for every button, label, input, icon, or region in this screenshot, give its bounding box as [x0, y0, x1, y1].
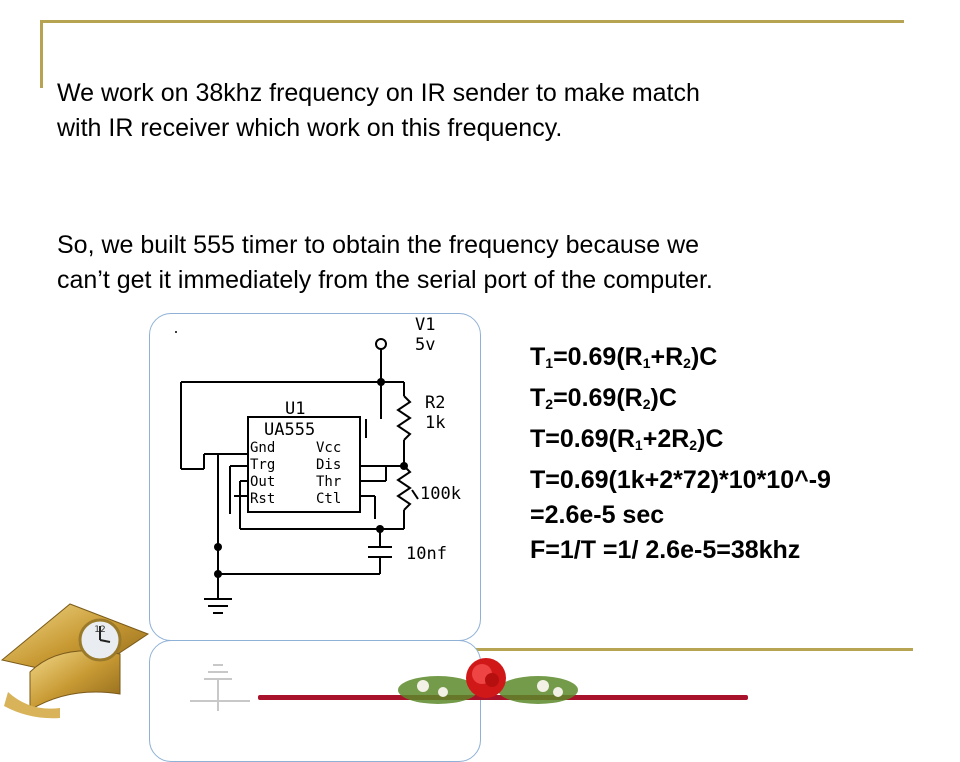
- formula-t-part: )C: [697, 425, 724, 453]
- formula-t-sub: 2: [689, 437, 698, 453]
- formula-t2: T2=0.69(R2)C: [530, 381, 831, 422]
- formula-t1-sub: 2: [683, 355, 691, 371]
- formula-t: T=0.69(R1+2R2)C: [530, 422, 831, 463]
- pin-ctl-label: Ctl: [316, 491, 341, 507]
- formula-t2-part: )C: [650, 384, 677, 412]
- paragraph-intro: We work on 38khz frequency on IR sender …: [57, 76, 907, 146]
- paragraph-intro-line-1: We work on 38khz frequency on IR sender …: [57, 79, 700, 107]
- circuit-schematic: V1 5v R2 1k 100k 10nf U1 UA555 Gnd Trg O…: [149, 313, 481, 641]
- formula-t-result: =2.6e-5 sec: [530, 501, 665, 529]
- formula-t1-part: T: [530, 343, 546, 371]
- clock-face-label: 12: [94, 625, 105, 635]
- formula-frequency: F=1/T =1/ 2.6e-5=38khz: [530, 536, 801, 564]
- capacitor-value-label: 10nf: [406, 544, 447, 564]
- pin-gnd-label: Gnd: [250, 440, 275, 456]
- r2-name-label: R2: [425, 393, 445, 413]
- formula-t1-part: )C: [690, 343, 718, 371]
- formula-t2-sub: 2: [545, 396, 554, 412]
- pin-out-label: Out: [250, 474, 275, 490]
- paragraph-timer: So, we built 555 timer to obtain the fre…: [57, 228, 907, 298]
- rose-flourish-icon: [258, 658, 748, 704]
- graduation-clock-icon: 12: [0, 603, 150, 719]
- formula-t-part: T=0.69(R: [530, 425, 635, 453]
- frame-left-rule: [40, 20, 43, 88]
- formula-t1: T1=0.69(R1+R2)C: [530, 340, 831, 381]
- formula-t1-sub: 1: [642, 355, 651, 371]
- pin-thr-label: Thr: [316, 474, 341, 490]
- frame-top-rule: [40, 20, 904, 23]
- paragraph-timer-line-2: can’t get it immediately from the serial…: [57, 266, 713, 294]
- formula-t1-sub: 1: [545, 355, 554, 371]
- timer-formulas: T1=0.69(R1+R2)C T2=0.69(R2)C T=0.69(R1+2…: [530, 340, 831, 568]
- formula-t-sub: 1: [634, 437, 643, 453]
- supply-value-label: 5v: [415, 335, 435, 355]
- formula-t2-part: =0.69(R: [553, 384, 643, 412]
- supply-name-label: V1: [415, 315, 435, 335]
- formula-t-numeric: T=0.69(1k+2*72)*10*10^-9: [530, 466, 831, 494]
- formula-t1-part: =0.69(R: [553, 343, 643, 371]
- formula-t-part: +2R: [642, 425, 690, 453]
- r2-value-label: 1k: [425, 413, 445, 433]
- chip-ref-label: U1: [285, 399, 305, 419]
- paragraph-intro-line-2: with IR receiver which work on this freq…: [57, 114, 563, 142]
- paragraph-timer-line-1: So, we built 555 timer to obtain the fre…: [57, 231, 700, 259]
- formula-t1-part: +R: [650, 343, 684, 371]
- circuit-reflection-svg: [190, 664, 250, 711]
- pin-vcc-label: Vcc: [316, 440, 341, 456]
- chip-name-label: UA555: [264, 420, 315, 440]
- frame-bottom-rule: [180, 648, 913, 651]
- pot-value-label: 100k: [420, 484, 461, 504]
- formula-t2-sub: 2: [642, 396, 651, 412]
- pin-trg-label: Trg: [250, 457, 275, 473]
- formula-t2-part: T: [530, 384, 546, 412]
- pin-rst-label: Rst: [250, 491, 275, 507]
- pin-dis-label: Dis: [316, 457, 341, 473]
- circuit-diagram-svg: V1 5v R2 1k 100k 10nf U1 UA555 Gnd Trg O…: [175, 315, 461, 614]
